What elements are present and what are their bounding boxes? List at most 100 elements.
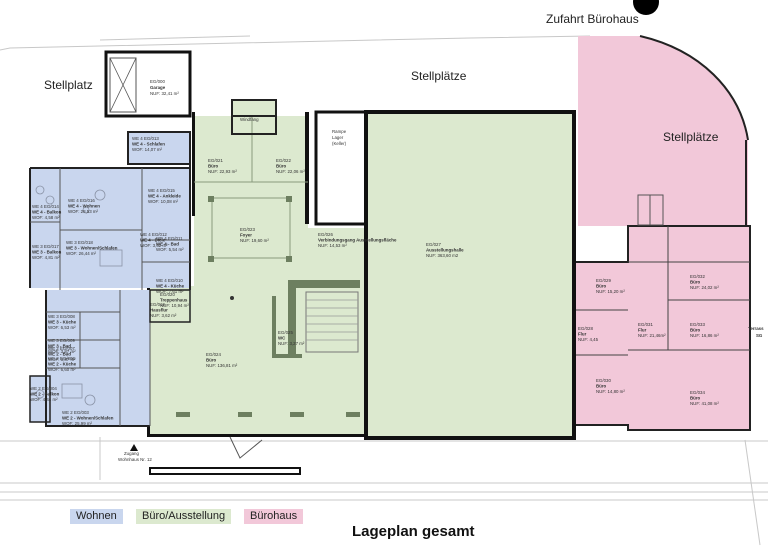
room-area: WOF: 6,53 m² (48, 325, 76, 330)
room-id: EG/028 (578, 326, 593, 331)
room-name: WE 2 - Küche (48, 362, 77, 367)
room-id: WE 4 EG/015 (148, 188, 175, 193)
room-id: WE 3 EG/008 (48, 314, 75, 319)
buerohaus-area (573, 35, 751, 431)
terrasse-label-2: SG (756, 333, 763, 338)
room-name: WE 3 - Küche (48, 320, 77, 325)
room-name: Büro (690, 280, 701, 285)
room-name: WE 4 - Schlafen (132, 142, 165, 147)
legend-buerohaus: Bürohaus (244, 509, 304, 524)
room-id: WE 4 EG/012 (140, 232, 167, 237)
zugang-label-1: Zugang (124, 451, 139, 456)
room-id: WE 4 EG/016 (68, 198, 95, 203)
room-id: EG/030 (596, 378, 611, 383)
rampe-label-1: Rampe (332, 129, 347, 134)
room-area: WOF: 5,54 m² (156, 247, 184, 252)
room-id: WE 4 EG/011 (156, 236, 183, 241)
room-id: WE 2 EG/004 (30, 386, 57, 391)
stellplaetze-top-label: Stellplätze (411, 69, 467, 83)
room-area: WOF: 3,62 m² (140, 243, 168, 248)
garage-id: EG/000 (150, 79, 165, 84)
stellplaetze-right-label: Stellplätze (663, 130, 719, 144)
room-name: WE 4 - Küche (156, 284, 185, 289)
room-name: WE 4 - Diele (140, 238, 166, 243)
room-name: Treppenhaus (160, 298, 188, 303)
room-area: NUF: 363,60 m2 (426, 253, 459, 258)
rampe-label-3: (Keller) (332, 141, 347, 146)
room-area: NUF: 4,45 (578, 337, 599, 342)
room-id: EG/022 (276, 158, 291, 163)
room-name: Büro (276, 164, 287, 169)
room-area: WOF: 3,87 m² (48, 349, 76, 354)
room-area: NUF: 14,53 m² (318, 243, 347, 248)
legend-wohnen: Wohnen (70, 509, 123, 524)
room-area: NUF: 10,94 m² (160, 303, 189, 308)
room-id: EG/024 (206, 352, 221, 357)
room-name: WE 4 - Ankleide (148, 194, 181, 199)
room-name: WE 3 - Wohnen/Schlafen (66, 246, 118, 251)
buero-area (147, 99, 576, 459)
room-name: WE 3 - Bad (48, 344, 71, 349)
room-area: NUF: 3,27 m² (278, 341, 305, 346)
room-name: Hausflur (150, 308, 168, 313)
terrasse-label-1: Terrass (748, 326, 764, 331)
boundary-wall (149, 467, 301, 475)
room-area: NUF: 41,08 m² (690, 401, 719, 406)
room-name: Verbindungsgang Ausstellungsfläche (318, 238, 397, 243)
room-id: WE 4 EG/010 (156, 278, 183, 283)
room-id: WE 3 EG/017 (32, 244, 59, 249)
room-id: EG/019 (150, 302, 165, 307)
room-name: Foyer (240, 233, 252, 238)
room-area: NUF: 14,80 m² (596, 389, 625, 394)
legend-buero-label: Büro/Ausstellung (142, 510, 226, 522)
room-area: WOF: 10,08 m² (148, 199, 179, 204)
room-name: WE 2 - Wohnen/Schlafen (62, 416, 114, 421)
room-name: Flur (638, 328, 647, 333)
room-id: EG/026 (318, 232, 333, 237)
zufahrt-label: Zufahrt Bürohaus (546, 12, 639, 26)
room-id: WE 2 EG/003 (62, 410, 89, 415)
stellplatz-label: Stellplatz (44, 78, 93, 92)
room-area: WOF: 6,60 m² (48, 367, 76, 372)
room-id: EG/029 (596, 278, 611, 283)
room-area: NUF: 19,60 m² (240, 238, 269, 243)
room-name: Büro (208, 164, 219, 169)
entrance-arrow (130, 444, 138, 451)
room-id: WE 3 EG/018 (66, 240, 93, 245)
room-name: Flur (578, 332, 587, 337)
room-area: NUF: 22,93 m² (208, 169, 237, 174)
room-area: WOF: 25,99 m² (62, 421, 93, 426)
room-area: NUF: 16,86 m² (690, 333, 719, 338)
room-name: WE 2 - Balkon (30, 392, 60, 397)
room-id: WE 3 EG/009 (48, 338, 75, 343)
room-name: Ausstellungshalle (426, 248, 464, 253)
room-name: Büro (206, 358, 217, 363)
room-name: Büro (690, 328, 701, 333)
room-area: WOF: 7,61 m² (156, 289, 184, 294)
